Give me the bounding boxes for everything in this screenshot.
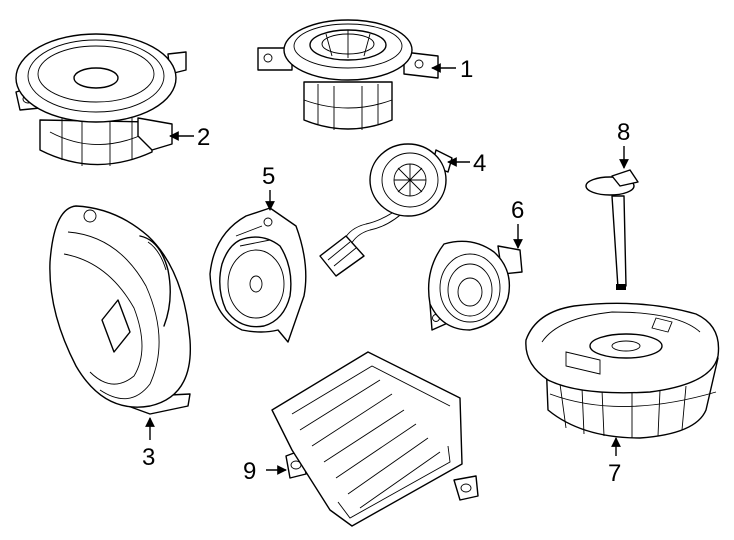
callout-9: 9 bbox=[243, 458, 256, 485]
amplifier-part-9 bbox=[271, 351, 479, 527]
callout-2: 2 bbox=[197, 124, 210, 151]
callout-6: 6 bbox=[511, 197, 524, 224]
speaker-part-3 bbox=[49, 205, 192, 415]
speaker-part-5 bbox=[209, 207, 307, 343]
callout-8: 8 bbox=[617, 119, 630, 146]
speaker-part-6 bbox=[427, 240, 523, 331]
callout-1: 1 bbox=[460, 56, 473, 83]
callout-5: 5 bbox=[262, 163, 275, 190]
callout-4: 4 bbox=[473, 150, 486, 177]
speaker-part-2 bbox=[15, 33, 187, 166]
callout-3: 3 bbox=[142, 444, 155, 471]
speaker-part-1 bbox=[257, 19, 439, 130]
speaker-part-4 bbox=[319, 143, 453, 277]
callout-7: 7 bbox=[608, 460, 621, 487]
antenna-part-8 bbox=[585, 169, 639, 290]
subwoofer-part-7 bbox=[525, 302, 720, 439]
